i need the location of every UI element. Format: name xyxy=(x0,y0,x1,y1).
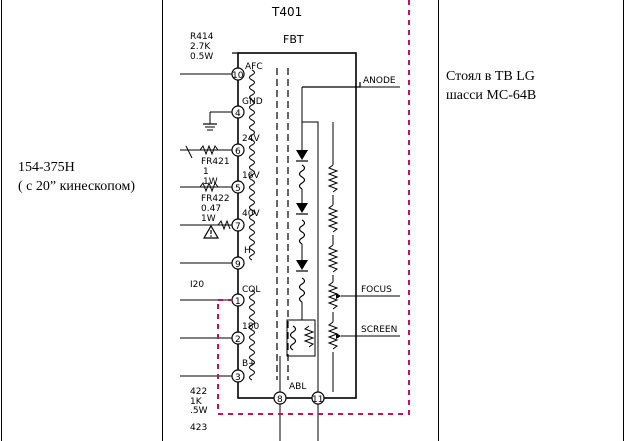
svg-text:8: 8 xyxy=(277,395,283,405)
svg-text:3: 3 xyxy=(235,373,241,383)
svg-text:10: 10 xyxy=(232,71,244,81)
svg-text:7: 7 xyxy=(235,222,241,232)
svg-text:H: H xyxy=(244,246,251,256)
svg-text:40V: 40V xyxy=(242,209,260,219)
svg-text:16V: 16V xyxy=(242,171,260,181)
r422-value: 1K xyxy=(190,397,203,407)
fr421-label: FR421 xyxy=(201,157,230,167)
fr422-value: 0.47 xyxy=(201,204,221,214)
table-border-col2 xyxy=(438,0,439,441)
pin-6: 6 24V xyxy=(180,134,260,159)
model-line-2: ( с 20” кинескопом) xyxy=(18,179,135,194)
svg-text:COL: COL xyxy=(242,285,260,295)
pin-5: 5 16V xyxy=(180,171,260,194)
svg-text:5: 5 xyxy=(235,184,241,194)
hv-diode-chain xyxy=(296,87,308,320)
fr422-power: 1W xyxy=(201,214,216,224)
table-border-right xyxy=(623,0,624,441)
focus-screen-divider xyxy=(302,121,341,392)
svg-text:11: 11 xyxy=(312,395,323,405)
abl-box xyxy=(286,319,316,357)
svg-text:GND: GND xyxy=(242,97,263,107)
pin-10: 10 AFC xyxy=(180,62,263,81)
pin-4: 4 GND xyxy=(203,97,263,131)
r422-power: .5W xyxy=(190,406,208,416)
svg-text:AFC: AFC xyxy=(245,62,263,72)
pin-9: 9 H xyxy=(180,246,251,270)
svg-text:180: 180 xyxy=(242,322,259,332)
svg-text:6: 6 xyxy=(235,147,241,157)
svg-text:24V: 24V xyxy=(242,134,260,144)
svg-text:B+: B+ xyxy=(242,359,256,369)
svg-text:4: 4 xyxy=(235,109,241,119)
primary-windings xyxy=(249,69,255,381)
table-border-left xyxy=(1,0,2,441)
pin-8: 8 xyxy=(273,391,287,441)
note-cell: Стоял в ТВ LG шасси МС-64В xyxy=(446,67,536,105)
note-line-1: Стоял в ТВ LG xyxy=(446,69,535,84)
model-line-1: 154-375H xyxy=(18,160,75,175)
shield-dashed-outline xyxy=(217,0,410,415)
svg-text:2: 2 xyxy=(235,335,241,345)
transformer-title: FBT xyxy=(283,33,304,46)
fr421-power: 1W xyxy=(203,177,218,187)
fr421-value: 1 xyxy=(203,167,209,177)
note-line-2: шасси МС-64В xyxy=(446,88,537,103)
model-cell: 154-375H ( с 20” кинескопом) xyxy=(18,158,135,196)
focus-label: FOCUS xyxy=(361,285,392,295)
svg-text:1: 1 xyxy=(235,297,241,307)
fr422-label: FR422 xyxy=(201,194,230,204)
screen-label: SCREEN xyxy=(361,325,397,335)
pin-3: 3 B+ xyxy=(180,359,256,383)
anode-label: ANODE xyxy=(363,76,396,86)
svg-text:9: 9 xyxy=(235,260,241,270)
r414-power: 0.5W xyxy=(190,52,213,62)
transformer-ref: T401 xyxy=(271,5,302,19)
abl-label: ABL xyxy=(289,382,306,392)
pin-2: 2 180 xyxy=(180,322,259,345)
r422-label: 422 xyxy=(190,387,207,397)
pin-7: 7 40V xyxy=(180,209,260,232)
i20-label: I20 xyxy=(190,280,204,290)
r414-value: 2.7K xyxy=(190,42,211,52)
warning-icon xyxy=(202,224,220,239)
pin-11: 11 xyxy=(311,391,325,441)
r414-label: R414 xyxy=(190,32,214,42)
table-border-col1 xyxy=(162,0,163,441)
r423-label: 423 xyxy=(190,423,207,433)
